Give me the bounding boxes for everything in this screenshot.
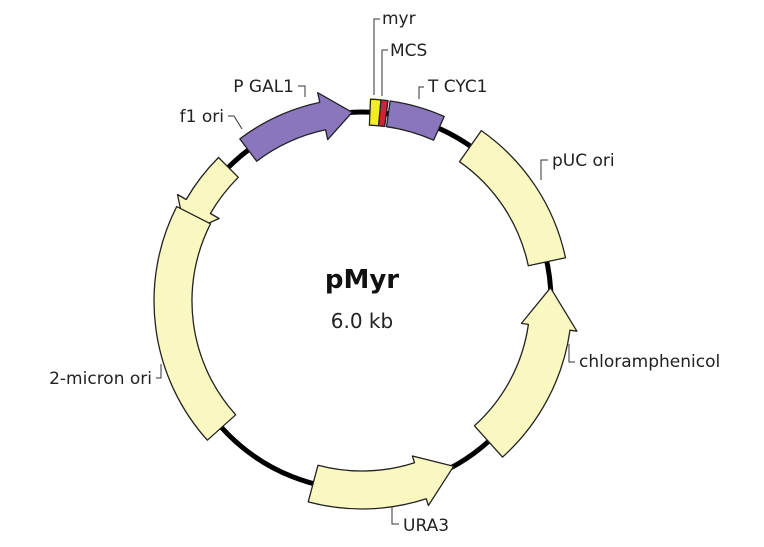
mcs-tag bbox=[377, 99, 389, 128]
label-two-micron-ori: 2-micron ori bbox=[49, 369, 152, 389]
leader-lines bbox=[156, 18, 575, 525]
leader-two-micron-ori bbox=[156, 364, 162, 379]
leader-f1-ori bbox=[228, 115, 243, 130]
plasmid-size: 6.0 kb bbox=[331, 309, 393, 333]
label-f1-ori: f1 ori bbox=[180, 107, 224, 127]
leader-chloramphenicol bbox=[568, 344, 575, 363]
feature-labels: myr MCS T CYC1 P GAL1 f1 ori pUC ori chl… bbox=[49, 9, 720, 536]
p-gal1-arrow bbox=[239, 92, 353, 162]
puc-ori-block bbox=[458, 129, 567, 267]
leader-t-cyc1 bbox=[418, 86, 424, 99]
label-p-gal1: P GAL1 bbox=[233, 77, 294, 97]
label-t-cyc1: T CYC1 bbox=[427, 77, 488, 97]
leader-puc-ori bbox=[540, 159, 548, 180]
label-mcs: MCS bbox=[390, 41, 427, 61]
leader-p-gal1 bbox=[298, 85, 306, 97]
ura3-arrow bbox=[307, 455, 455, 510]
label-chloramphenicol: chloramphenicol bbox=[579, 352, 720, 372]
label-puc-ori: pUC ori bbox=[552, 151, 615, 171]
leader-ura3 bbox=[391, 507, 399, 525]
two-micron-ori-block bbox=[153, 205, 237, 441]
feature-shapes bbox=[153, 92, 578, 510]
t-cyc1-block bbox=[385, 100, 445, 141]
label-ura3: URA3 bbox=[403, 516, 449, 536]
chloramphenicol-arrow bbox=[473, 287, 578, 458]
plasmid-name: pMyr bbox=[325, 265, 399, 295]
label-myr: myr bbox=[382, 9, 416, 29]
leader-myr bbox=[373, 18, 380, 95]
leader-mcs bbox=[381, 49, 388, 96]
